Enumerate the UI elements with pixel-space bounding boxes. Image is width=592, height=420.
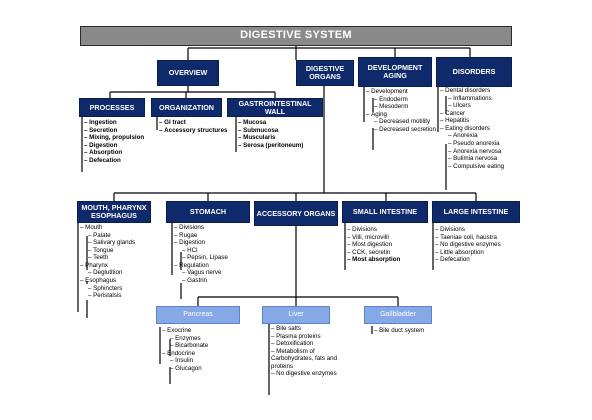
list-item: Ingestion xyxy=(84,119,154,127)
development-aging-box: DEVELOPMENT AGING xyxy=(358,57,432,87)
list-item: Exocrine xyxy=(162,327,242,335)
mouth-pharynx-esophagus-box: MOUTH, PHARYNX ESOPHAGUS xyxy=(77,201,151,223)
development-list: DevelopmentEndodermMesodermAgingDecrease… xyxy=(366,88,436,134)
list-item: Accessory structures xyxy=(159,127,227,135)
accessory-organs-box: ACCESSORY ORGANS xyxy=(254,201,338,226)
overview-box: OVERVIEW xyxy=(157,60,219,86)
list-item: Deglutition xyxy=(80,269,160,277)
list-item: Cancer xyxy=(440,110,512,118)
list-item: Bicarbonate xyxy=(162,342,242,350)
list-item: Hepatitis xyxy=(440,117,512,125)
list-item: Ulcers xyxy=(440,102,512,110)
small-intestine-box: SMALL INTESTINE xyxy=(342,201,428,223)
liver-list: Bile saltsPlasma proteinsDetoxificationM… xyxy=(271,325,351,378)
list-item: Digestion xyxy=(84,142,154,150)
large-intestine-box: LARGE INTESTINE xyxy=(432,201,520,223)
list-item: Aging xyxy=(366,111,434,119)
list-item: Most digestion xyxy=(347,241,431,249)
pancreas-box: Pancreas xyxy=(156,306,240,324)
diagram-title: DIGESTIVE SYSTEM xyxy=(80,26,512,46)
pancreas-list: ExocrineEnzymesBicarbonateEndocrineInsul… xyxy=(162,327,242,372)
list-item: Absorption xyxy=(84,149,154,157)
list-item: Mixing, propulsion xyxy=(84,134,154,142)
list-item: Pepsin, Lipase xyxy=(174,254,254,262)
list-item: Pseudo anorexia xyxy=(440,140,512,148)
list-item: Anorexia nervosa xyxy=(440,148,512,156)
list-item: Tongue xyxy=(80,247,160,255)
list-item: Glucagon xyxy=(162,365,242,373)
list-item: Dental disorders xyxy=(440,87,512,95)
list-item: Peristalsis xyxy=(80,292,160,300)
large-intestine-list: DivisionsTaeniae coli, haustraNo digesti… xyxy=(435,226,525,264)
list-item: Inflammations xyxy=(440,95,512,103)
processes-list: IngestionSecretionMixing, propulsionDige… xyxy=(84,119,154,164)
gi-wall-list: MucosaSubmucosaMuscularisSerosa (periton… xyxy=(238,119,318,149)
list-item: No digestive enzymes xyxy=(271,370,351,378)
list-item: Decreased motility xyxy=(366,118,434,126)
list-item: Mouth xyxy=(80,224,160,232)
gi-wall-box: GASTROINTESTINAL WALL xyxy=(227,98,323,117)
mouth-list: MouthPalateSalivary glandsTongueTeethPha… xyxy=(80,224,160,300)
list-item: Salivary glands xyxy=(80,239,160,247)
list-item: Digestion xyxy=(174,239,254,247)
list-item: Esophagus xyxy=(80,277,160,285)
list-item: Detoxification xyxy=(271,340,351,348)
list-item: Endoderm xyxy=(366,96,434,104)
small-intestine-list: DivisionsVilli, microvilliMost digestion… xyxy=(347,226,431,264)
list-item: Rugae xyxy=(174,232,254,240)
list-item: Secretion xyxy=(84,127,154,135)
organization-box: ORGANIZATION xyxy=(151,98,222,117)
list-item: Most absorption xyxy=(347,256,431,264)
list-item: Pharynx xyxy=(80,262,160,270)
list-item: Regulation xyxy=(174,262,254,270)
list-item: Eating disorders xyxy=(440,125,512,133)
list-item: Endocrine xyxy=(162,350,242,358)
list-item: Insulin xyxy=(162,357,242,365)
list-item: Serosa (peritoneum) xyxy=(238,142,318,150)
stomach-box: STOMACH xyxy=(166,201,250,223)
list-item: Teeth xyxy=(80,254,160,262)
digestive-organs-box: DIGESTIVE ORGANS xyxy=(296,60,354,86)
list-item: Bile duct system xyxy=(374,327,444,335)
gallbladder-box: Gallbladder xyxy=(364,306,432,324)
list-item: Vagus nerve xyxy=(174,269,254,277)
organization-list: GI tractAccessory structures xyxy=(159,119,227,135)
list-item: CCK, secretin xyxy=(347,249,431,257)
list-item: Palate xyxy=(80,232,160,240)
disorders-box: DISORDERS xyxy=(436,57,512,87)
list-item: Mesoderm xyxy=(366,103,434,111)
list-item: Submucosa xyxy=(238,127,318,135)
list-item: Enzymes xyxy=(162,335,242,343)
list-item: Bulimia nervosa xyxy=(440,155,512,163)
list-item: Defecation xyxy=(435,256,525,264)
gallbladder-list: Bile duct system xyxy=(374,327,444,335)
list-item: Metabolism of Carbohydrates, fats and pr… xyxy=(271,348,351,371)
list-item: Plasma proteins xyxy=(271,333,351,341)
list-item: GI tract xyxy=(159,119,221,127)
disorders-list: Dental disordersInflammationsUlcersCance… xyxy=(440,87,512,170)
list-item: Muscularis xyxy=(238,134,318,142)
list-item: Divisions xyxy=(435,226,525,234)
list-item: Decreased secretion xyxy=(366,126,436,134)
liver-box: Liver xyxy=(262,306,330,324)
list-item: HCl xyxy=(174,247,254,255)
list-item: Bile salts xyxy=(271,325,351,333)
list-item: Divisions xyxy=(347,226,431,234)
list-item: Villi, microvilli xyxy=(347,234,431,242)
list-item: Taeniae coli, haustra xyxy=(435,234,525,242)
list-item: Defecation xyxy=(84,157,154,165)
list-item: Development xyxy=(366,88,434,96)
list-item: Little absorption xyxy=(435,249,525,257)
list-item: Gastrin xyxy=(174,277,254,285)
list-item: Sphincters xyxy=(80,285,160,293)
list-item: Mucosa xyxy=(238,119,318,127)
list-item: Divisions xyxy=(174,224,254,232)
list-item: Compulsive eating xyxy=(440,163,512,171)
processes-box: PROCESSES xyxy=(79,98,145,117)
list-item: No digestive enzymes xyxy=(435,241,525,249)
stomach-list: DivisionsRugaeDigestionHClPepsin, Lipase… xyxy=(174,224,254,285)
list-item: Anorexia xyxy=(440,132,512,140)
